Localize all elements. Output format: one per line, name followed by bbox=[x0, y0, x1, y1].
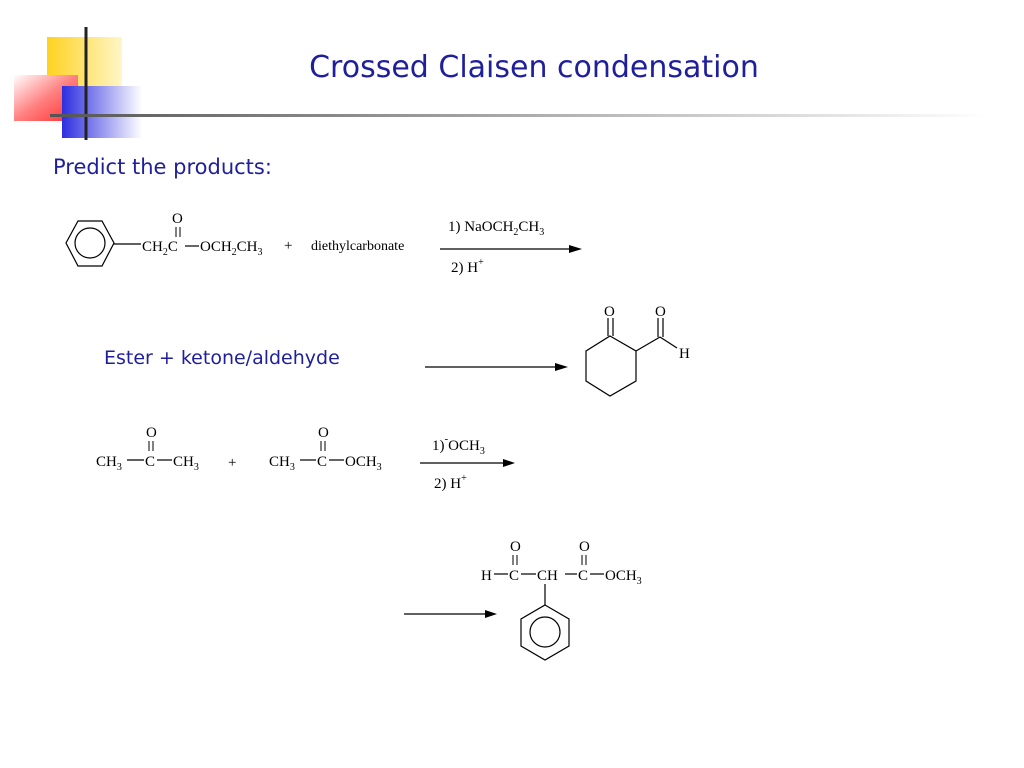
slide-title: Crossed Claisen condensation bbox=[309, 50, 759, 85]
r3-ketone-o: O bbox=[146, 425, 157, 441]
r1-condition-2: 2) H+ bbox=[451, 257, 484, 276]
r4-c1: C bbox=[509, 568, 519, 584]
cyclohexanone-ring bbox=[585, 335, 637, 397]
r3-ketone-left: CH3 bbox=[96, 454, 122, 473]
reaction-4: O O H C CH C OCH3 bbox=[404, 539, 642, 661]
r1-arrow bbox=[440, 245, 582, 253]
ester-ketone-label: Ester + ketone/aldehyde bbox=[104, 347, 340, 369]
benzene-ring-1 bbox=[65, 220, 115, 267]
r1-ch2: CH2C bbox=[142, 239, 178, 258]
r3-condition-2: 2) H+ bbox=[434, 473, 467, 492]
r4-arrow bbox=[404, 610, 497, 618]
r4-o1: O bbox=[510, 539, 521, 555]
r3-plus: + bbox=[228, 455, 236, 471]
r2-bond-c-h bbox=[659, 336, 678, 349]
reaction-3: O CH3 C CH3 + O CH3 C OCH3 1)-OCH3 2) H+ bbox=[96, 425, 515, 492]
title-underline bbox=[50, 114, 990, 117]
r1-plus: + bbox=[284, 238, 292, 254]
r1-condition-1: 1) NaOCH2CH3 bbox=[448, 219, 544, 238]
r1-carbonyl-o: O bbox=[172, 211, 183, 227]
reaction-1: CH2C O OCH2CH3 + diethylcarbonate 1) NaO… bbox=[65, 211, 582, 276]
r2-bond-ring-cho bbox=[635, 336, 661, 352]
r3-ester-c: C bbox=[317, 454, 327, 470]
r4-c2: C bbox=[578, 568, 588, 584]
corner-decoration bbox=[0, 0, 160, 150]
r3-condition-1: 1)-OCH3 bbox=[432, 433, 485, 457]
r2-arrow bbox=[425, 363, 568, 371]
r4-o2: O bbox=[579, 539, 590, 555]
r3-ester-right: OCH3 bbox=[345, 454, 382, 473]
r1-reagent: diethylcarbonate bbox=[311, 239, 404, 254]
r2-ketone-o: O bbox=[604, 304, 615, 320]
r2-aldehyde-o: O bbox=[655, 304, 666, 320]
r3-ester-left: CH3 bbox=[269, 454, 295, 473]
r3-ketone-c: C bbox=[145, 454, 155, 470]
slide-subtitle: Predict the products: bbox=[53, 155, 272, 179]
r4-h: H bbox=[481, 568, 492, 584]
r2-aldehyde-h: H bbox=[679, 346, 690, 362]
r3-ester-o: O bbox=[318, 425, 329, 441]
r3-arrow bbox=[420, 459, 515, 467]
r4-ch: CH bbox=[537, 568, 558, 584]
corner-decoration-graphic bbox=[14, 27, 142, 140]
r3-ketone-right: CH3 bbox=[173, 454, 199, 473]
benzene-ring-2 bbox=[520, 604, 570, 661]
r1-och2ch3: OCH2CH3 bbox=[200, 239, 263, 258]
reaction-2: O O H bbox=[425, 304, 690, 397]
r4-och3: OCH3 bbox=[605, 568, 642, 587]
